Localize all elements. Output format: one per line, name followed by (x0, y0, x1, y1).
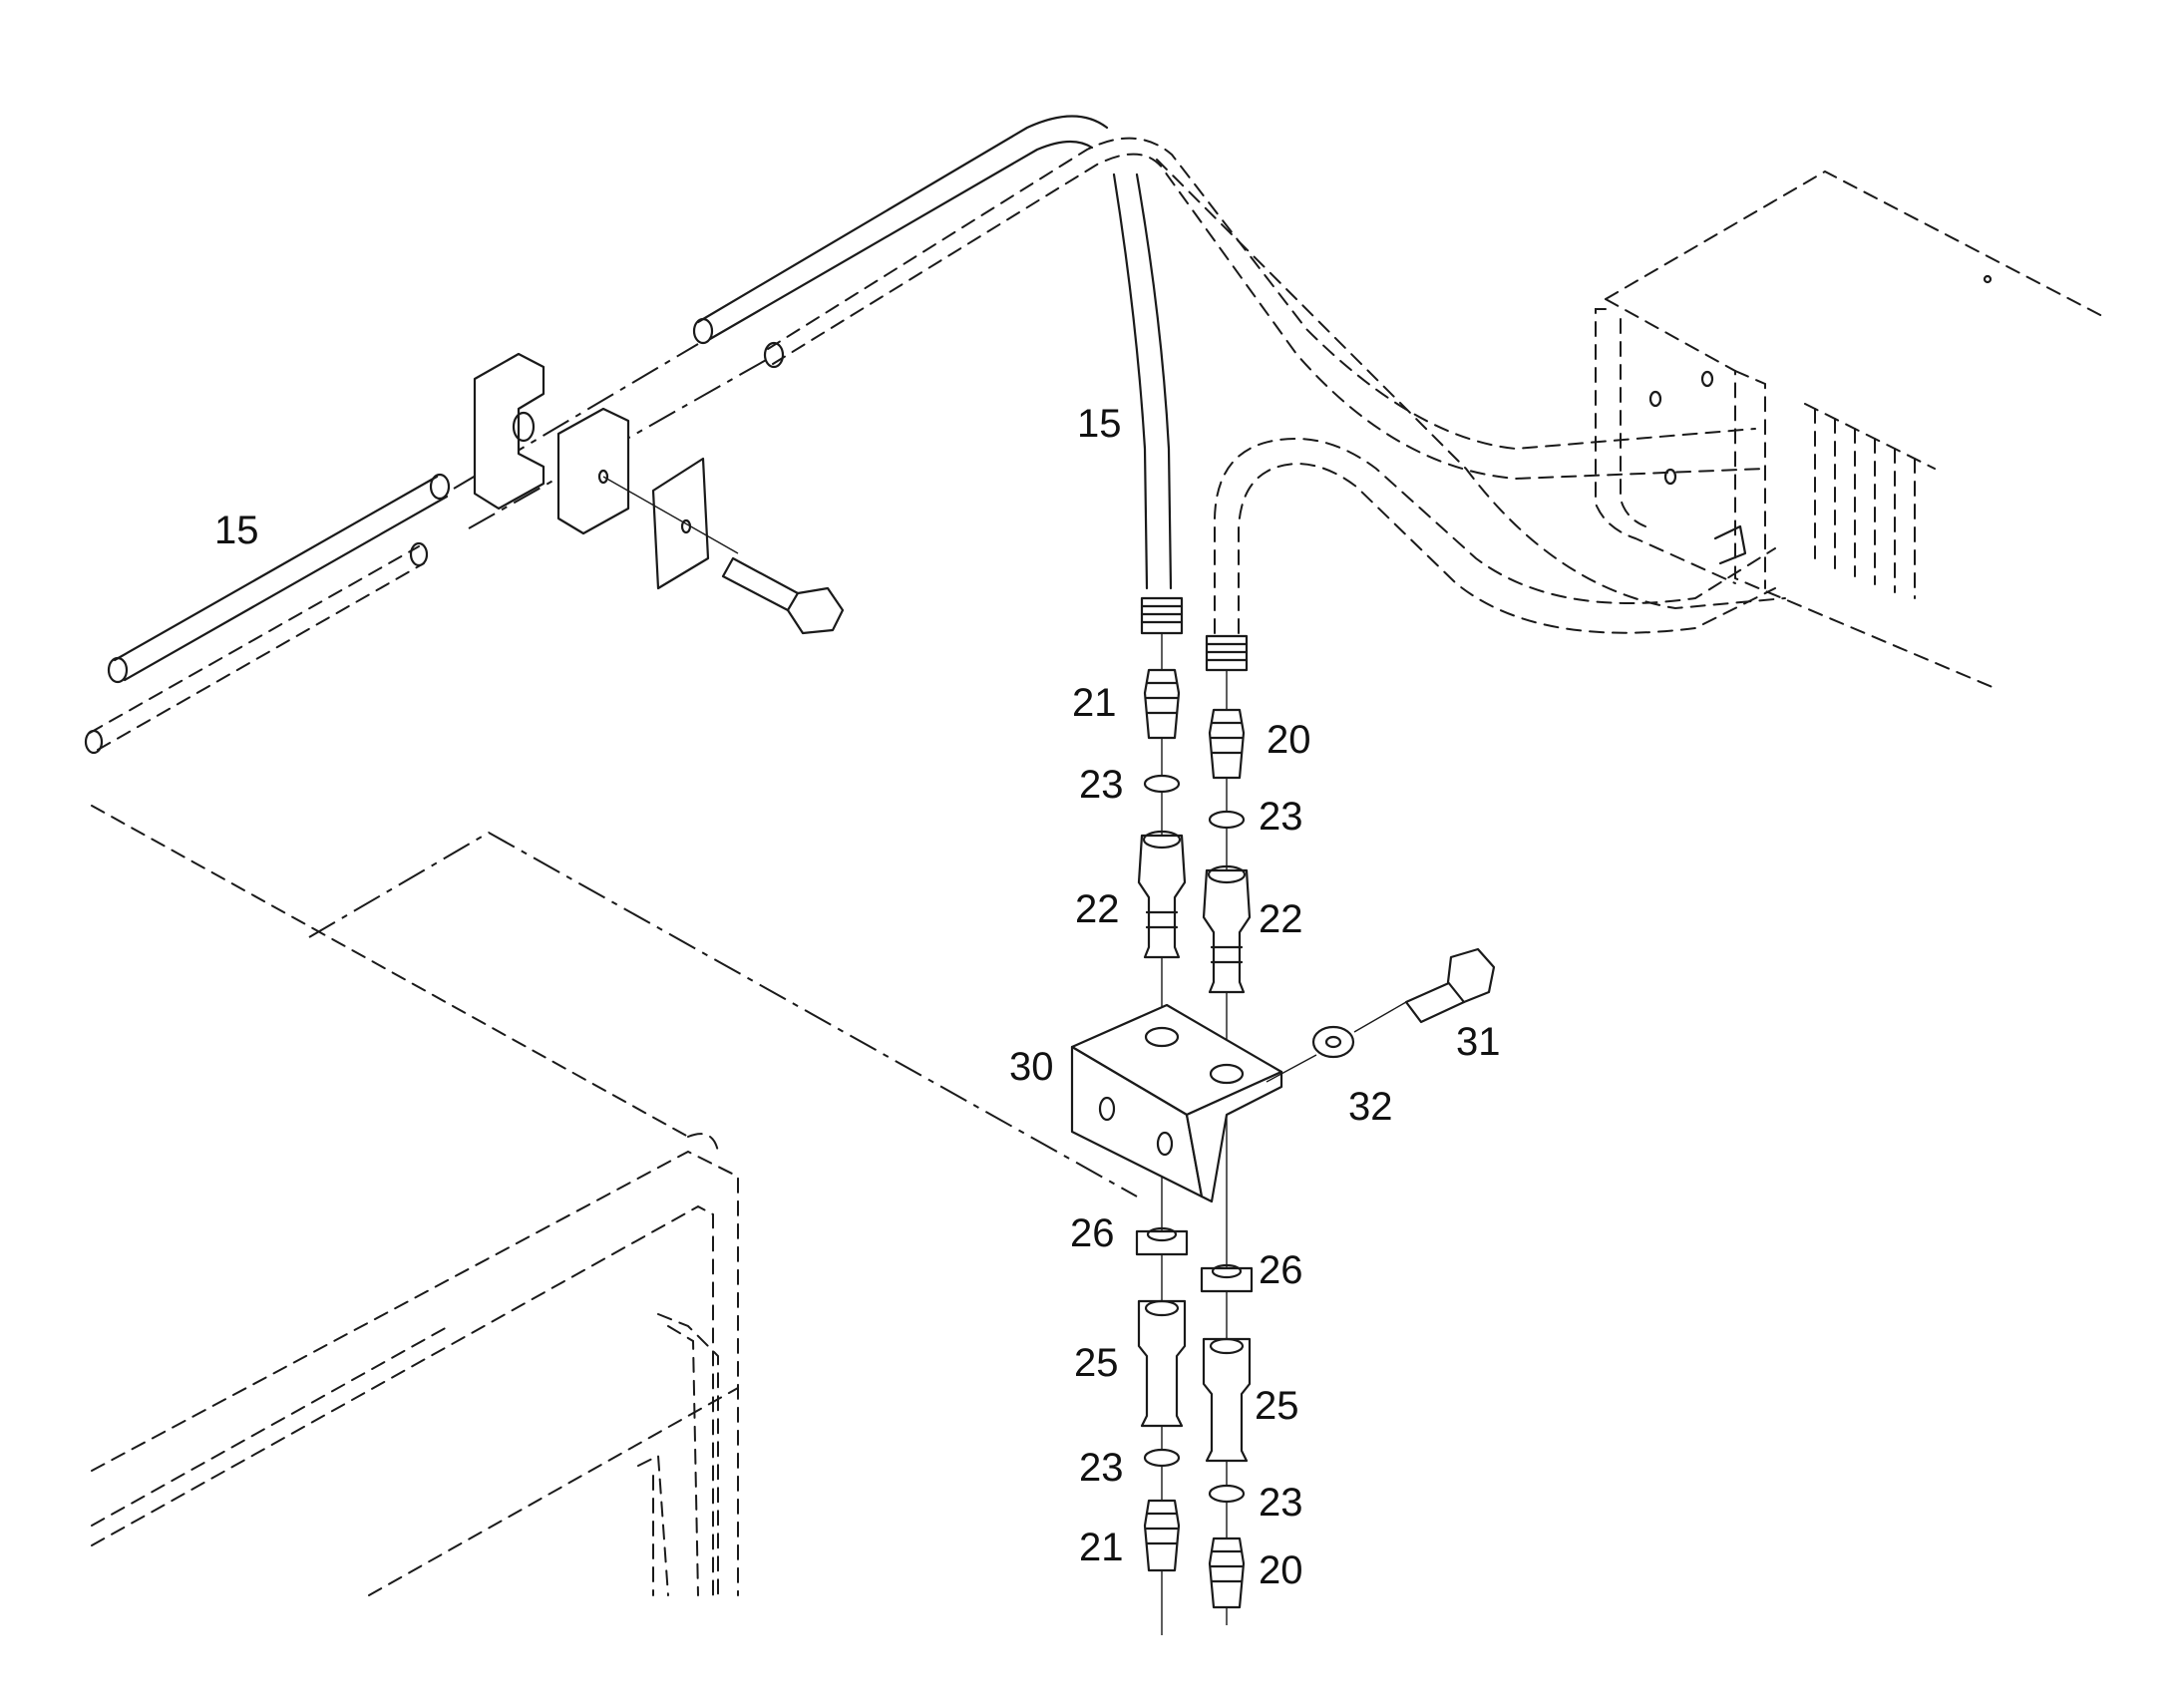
callout-25-b: 25 (1255, 1384, 1299, 1428)
tube-clamp (473, 352, 845, 635)
callout-labels: 15 15 21 20 23 23 22 22 30 31 32 26 26 2… (214, 402, 1501, 1592)
washer-32 (1311, 1001, 1407, 1059)
callout-32: 32 (1348, 1085, 1393, 1129)
callout-26-b: 26 (1259, 1248, 1303, 1292)
callout-22-a: 22 (1075, 887, 1120, 931)
right-unit-housing (1595, 170, 2105, 689)
callout-31: 31 (1456, 1020, 1501, 1064)
callout-26-a: 26 (1070, 1211, 1115, 1255)
callout-25-a: 25 (1074, 1341, 1119, 1385)
left-fitting-stack (1135, 596, 1189, 1635)
callout-23-b: 23 (1259, 795, 1303, 839)
tube-15-vertical (1112, 172, 1173, 590)
callout-15-left: 15 (214, 509, 259, 552)
callout-23-a: 23 (1079, 763, 1124, 807)
lower-left-equipment (91, 805, 1138, 1596)
callout-22-b: 22 (1259, 897, 1303, 941)
upper-tube-run (692, 115, 1786, 610)
callout-21-top: 21 (1072, 681, 1117, 725)
callout-30: 30 (1009, 1045, 1054, 1089)
bolt-31 (1404, 947, 1496, 1024)
callout-20-top: 20 (1267, 718, 1311, 762)
callout-15-top: 15 (1077, 402, 1122, 446)
right-fitting-stack (1200, 634, 1254, 1625)
callout-21-bottom: 21 (1079, 1526, 1124, 1569)
tube-to-fitting-20 (1214, 437, 1776, 634)
bracket-30 (1070, 1003, 1317, 1203)
callout-23-d: 23 (1259, 1481, 1303, 1525)
left-tubes (84, 343, 769, 755)
callout-20-bottom: 20 (1259, 1548, 1303, 1592)
callout-23-c: 23 (1079, 1446, 1124, 1490)
